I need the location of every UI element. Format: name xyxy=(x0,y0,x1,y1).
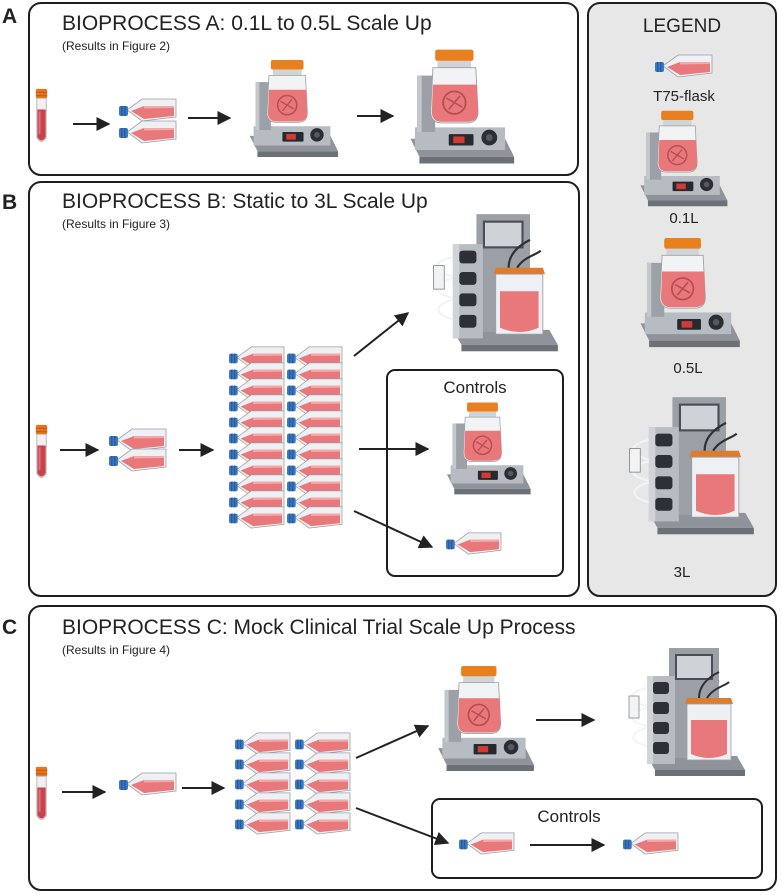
panel-b-frame xyxy=(28,181,580,597)
flask-stack-right xyxy=(294,732,351,835)
panel-a-frame xyxy=(28,2,579,176)
panel-a-title: BIOPROCESS A: 0.1L to 0.5L Scale Up xyxy=(62,12,432,35)
panel-c-frame xyxy=(28,605,777,891)
legend-label-0-1l: 0.1L xyxy=(669,210,698,227)
culture-tube-icon xyxy=(35,766,48,820)
bioreactor-3l-icon xyxy=(432,212,560,353)
panel-c-subtitle: (Results in Figure 4) xyxy=(62,643,170,657)
panel-b-letter: B xyxy=(2,191,17,214)
bioreactor-0-1l-icon xyxy=(446,401,532,496)
t75-flask-icon xyxy=(458,832,515,855)
flask-stack-right xyxy=(286,346,343,529)
flask-stack-left xyxy=(234,732,291,835)
t75-flask-icon xyxy=(108,448,167,472)
culture-tube-icon xyxy=(35,88,48,142)
bioreactor-0-5l-icon xyxy=(409,48,516,165)
t75-flask-icon xyxy=(118,98,177,122)
legend-label-0-5l: 0.5L xyxy=(673,360,702,377)
panel-b-title: BIOPROCESS B: Static to 3L Scale Up xyxy=(62,190,428,213)
bioreactor-0-5l-icon xyxy=(437,665,535,772)
panel-c-letter: C xyxy=(2,616,17,639)
panel-a-subtitle: (Results in Figure 2) xyxy=(62,39,170,53)
legend-title: LEGEND xyxy=(643,16,721,37)
panel-c-controls-frame xyxy=(431,798,763,879)
panel-b-subtitle: (Results in Figure 3) xyxy=(62,217,170,231)
legend-label-3l: 3L xyxy=(674,564,691,581)
culture-tube-icon xyxy=(35,424,48,478)
panel-a-letter: A xyxy=(2,5,17,28)
t75-flask-icon xyxy=(108,428,167,452)
bioreactor-0-1l-icon xyxy=(248,59,339,158)
panel-b-controls-label: Controls xyxy=(443,378,506,397)
legend-label-t75: T75-flask xyxy=(653,88,715,105)
t75-flask-icon xyxy=(445,532,502,555)
t75-flask-icon xyxy=(118,120,177,144)
arrow xyxy=(355,724,430,759)
panel-c-controls-label: Controls xyxy=(537,807,600,826)
bioreactor-3l-icon xyxy=(627,646,747,778)
panel-c-title: BIOPROCESS C: Mock Clinical Trial Scale … xyxy=(62,616,575,639)
flask-stack-left xyxy=(228,346,285,529)
t75-flask-icon xyxy=(118,772,177,796)
arrow xyxy=(353,510,434,549)
arrow xyxy=(355,807,450,846)
t75-flask-icon xyxy=(622,832,679,855)
arrow xyxy=(353,312,410,357)
panel-b-controls-frame xyxy=(386,369,564,577)
